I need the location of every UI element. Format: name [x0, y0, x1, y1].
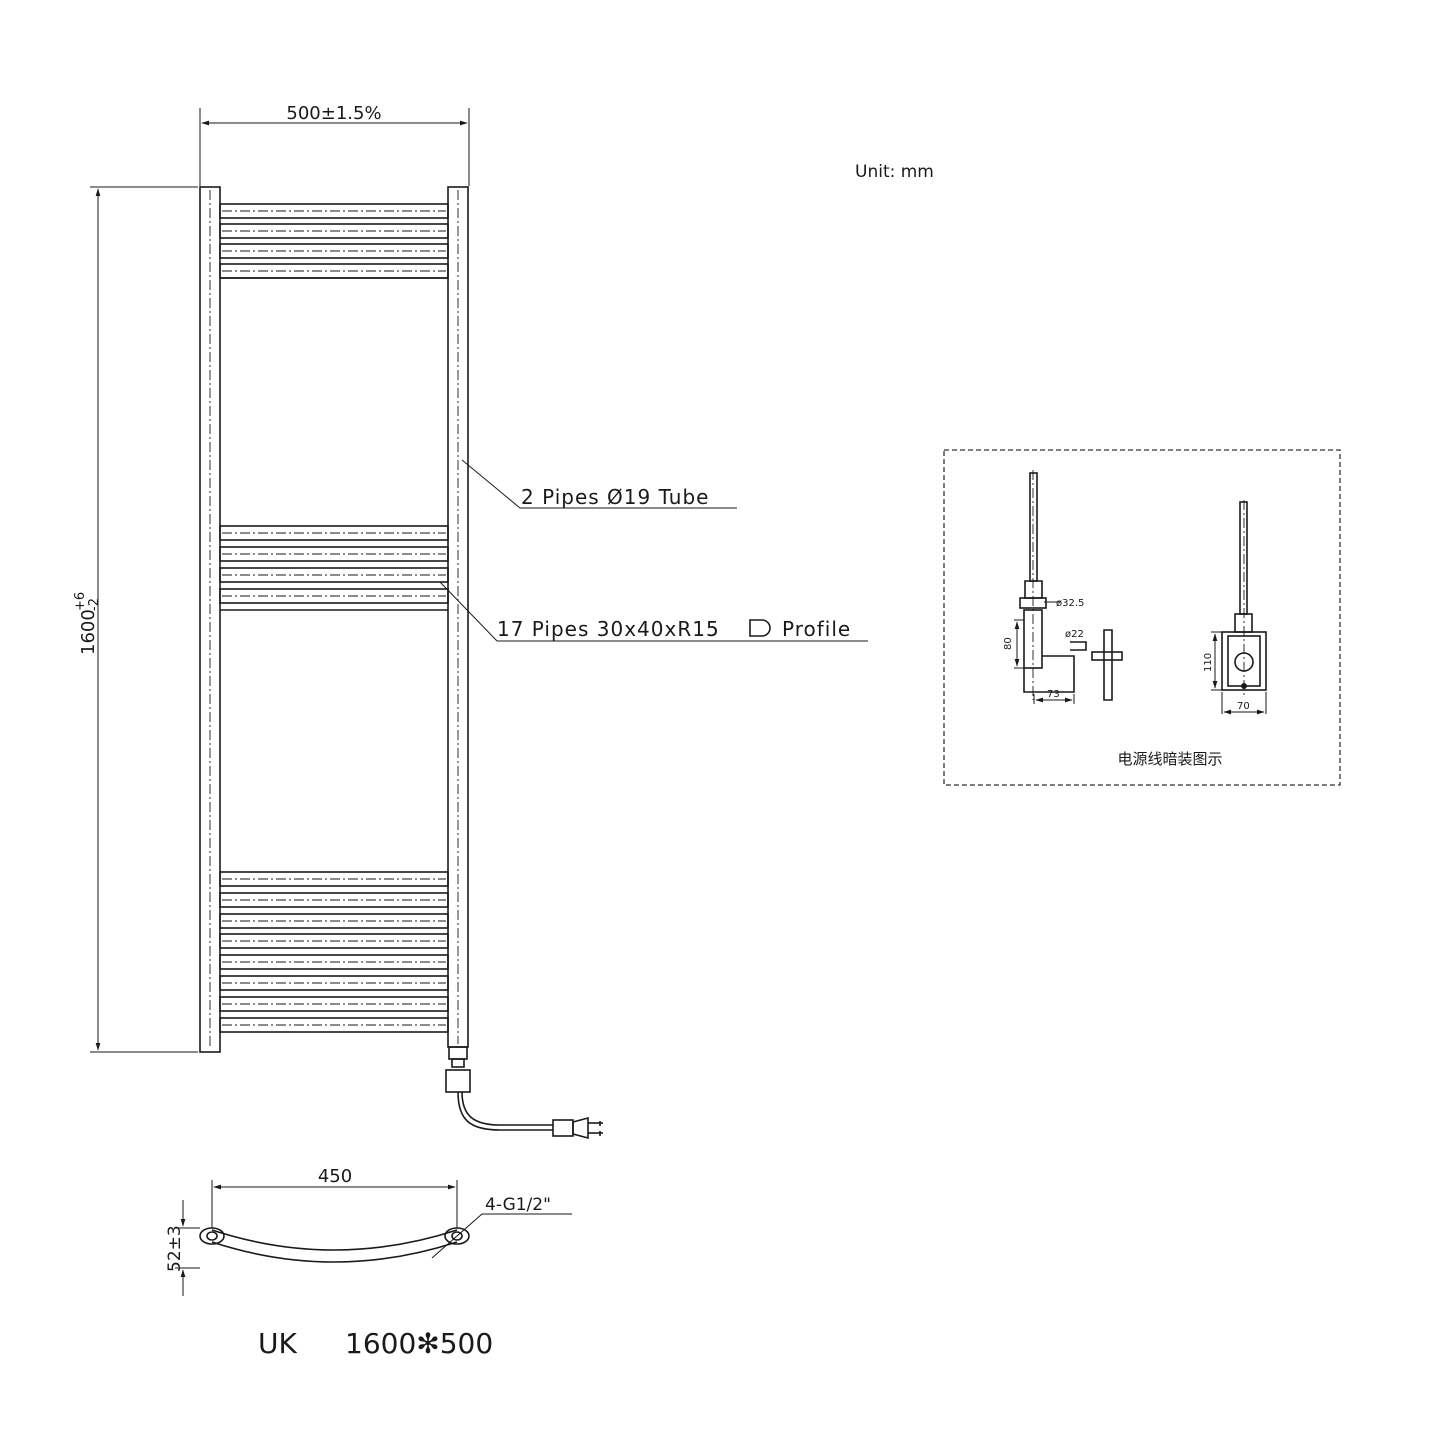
height-label: 1600 — [78, 609, 99, 655]
rail-9 — [219, 871, 449, 887]
element-offset-label: 73 — [1047, 689, 1060, 700]
rail-14 — [219, 975, 449, 991]
side-pipes-callout: 2 Pipes Ø19 Tube — [461, 459, 737, 509]
left-side-tube — [199, 186, 221, 1053]
side-pipes-label: 2 Pipes Ø19 Tube — [521, 485, 709, 509]
rail-pipes-callout: 17 Pipes 30x40xR15 Profile — [439, 581, 868, 642]
inlet-spacing-label: 450 — [318, 1166, 352, 1187]
detail-frame — [943, 449, 1341, 786]
height-tol-plus: +6 — [73, 592, 88, 611]
left-connection-port — [199, 1227, 225, 1245]
rail-1 — [219, 203, 449, 219]
box-width-label: 70 — [1237, 701, 1250, 712]
width-label: 500±1.5% — [286, 103, 381, 124]
width-dimension: 500±1.5% — [199, 103, 470, 186]
rail-5 — [219, 525, 449, 541]
detail-caption: 电源线暗装图示 — [1117, 750, 1222, 768]
connections-label: 4-G1/2" — [485, 1195, 551, 1215]
model-region: UK — [258, 1327, 297, 1360]
box-height-label: 110 — [1203, 653, 1214, 672]
inner-diameter-label: ø22 — [1065, 629, 1084, 640]
junction-box-front-view: 110 70 — [1203, 500, 1267, 715]
depth-label: 52±3 — [165, 1225, 185, 1272]
outer-diameter-label: ø32.5 — [1056, 598, 1084, 609]
unit-label: Unit: mm — [855, 162, 934, 182]
height-dimension: 1600 +6 -2 — [73, 186, 198, 1053]
heating-element-cable — [445, 1046, 603, 1140]
rail-8 — [219, 588, 449, 604]
towel-rail-front-view — [199, 186, 469, 1053]
rail-15 — [219, 996, 449, 1012]
top-view: 450 52±3 4-G1/2" — [165, 1166, 572, 1296]
rail-13 — [219, 954, 449, 970]
rail-pipes-label: 17 Pipes 30x40xR15 — [497, 617, 720, 641]
d-profile-icon — [749, 619, 771, 637]
rail-pipes-suffix: Profile — [782, 617, 851, 641]
rail-2 — [219, 223, 449, 239]
rail-12 — [219, 933, 449, 949]
element-height-label: 80 — [1003, 637, 1014, 650]
rail-7 — [219, 567, 449, 583]
rail-6 — [219, 546, 449, 562]
rail-10 — [219, 892, 449, 908]
rail-3 — [219, 243, 449, 259]
rail-16 — [219, 1017, 449, 1033]
right-connection-port — [444, 1227, 470, 1245]
element-side-view: ø32.5 ø22 80 73 — [1003, 470, 1123, 704]
horizontal-rails — [219, 203, 449, 1033]
installation-detail: ø32.5 ø22 80 73 — [943, 449, 1341, 786]
height-tol-minus: -2 — [87, 598, 102, 611]
plug-icon — [552, 1119, 574, 1137]
rail-11 — [219, 913, 449, 929]
model-size: 1600✻500 — [345, 1327, 493, 1360]
